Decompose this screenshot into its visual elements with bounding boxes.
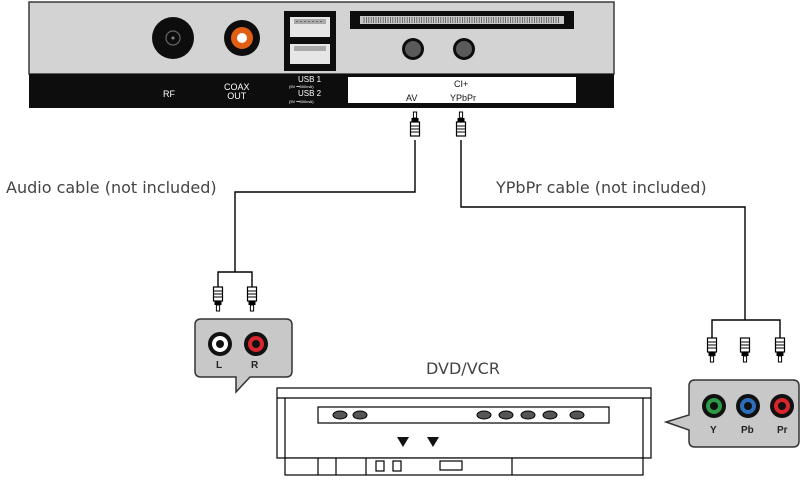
- audio-cable-line: [217, 140, 416, 287]
- ypbpr-plug-icon: [455, 111, 467, 137]
- ypbpr-cable-line: [460, 140, 781, 338]
- av-jack-icon: [402, 38, 424, 60]
- audio-right-label: R: [251, 360, 259, 371]
- usb2-spec-label: (5V ⎓500mA): [289, 99, 314, 104]
- pb-jack-icon: [736, 394, 760, 418]
- rf-connector-icon: [152, 17, 194, 59]
- usb1-port-label: USB 1: [298, 75, 322, 84]
- audio-jacks-bubble: [194, 318, 293, 394]
- coax-out-connector-icon: [224, 20, 260, 56]
- audio-right-jack-icon: [244, 332, 268, 356]
- ci-slot-label: CI+: [454, 79, 469, 89]
- audio-left-jack-icon: [208, 332, 232, 356]
- coax-out-port-label: COAX OUT: [224, 82, 250, 102]
- audio-cable-caption: Audio cable (not included): [6, 178, 217, 197]
- rf-port-label: RF: [163, 89, 175, 99]
- y-jack-label: Y: [710, 425, 717, 436]
- pr-jack-icon: [770, 394, 794, 418]
- ypbpr-jack-icon: [453, 38, 475, 60]
- pr-plug-icon: [774, 337, 786, 363]
- ypbpr-cable-caption: YPbPr cable (not included): [496, 178, 707, 197]
- pb-plug-icon: [739, 337, 751, 363]
- av-plug-icon: [409, 111, 421, 137]
- ci-slot-icon: [350, 11, 574, 29]
- y-jack-icon: [702, 394, 726, 418]
- av-port-label: AV: [406, 93, 418, 103]
- y-plug-icon: [706, 337, 718, 363]
- audio-right-plug-icon: [246, 286, 258, 312]
- component-jacks-bubble: [663, 379, 800, 448]
- dvd-vcr-device: [276, 387, 652, 476]
- ypbpr-port-label: YPbPr: [450, 93, 477, 103]
- usb1-spec-label: (5V ⎓500mA): [289, 84, 314, 89]
- pb-jack-label: Pb: [741, 425, 754, 436]
- device-buttons: [332, 410, 585, 420]
- usb-ports-icon: [284, 11, 336, 71]
- audio-left-label: L: [216, 360, 223, 371]
- pr-jack-label: Pr: [777, 425, 788, 436]
- usb2-port-label: USB 2: [298, 89, 322, 98]
- audio-left-plug-icon: [212, 286, 224, 312]
- device-label: DVD/VCR: [426, 359, 500, 378]
- device-arrow-icons: [397, 437, 439, 447]
- cable-plugs: [212, 111, 786, 363]
